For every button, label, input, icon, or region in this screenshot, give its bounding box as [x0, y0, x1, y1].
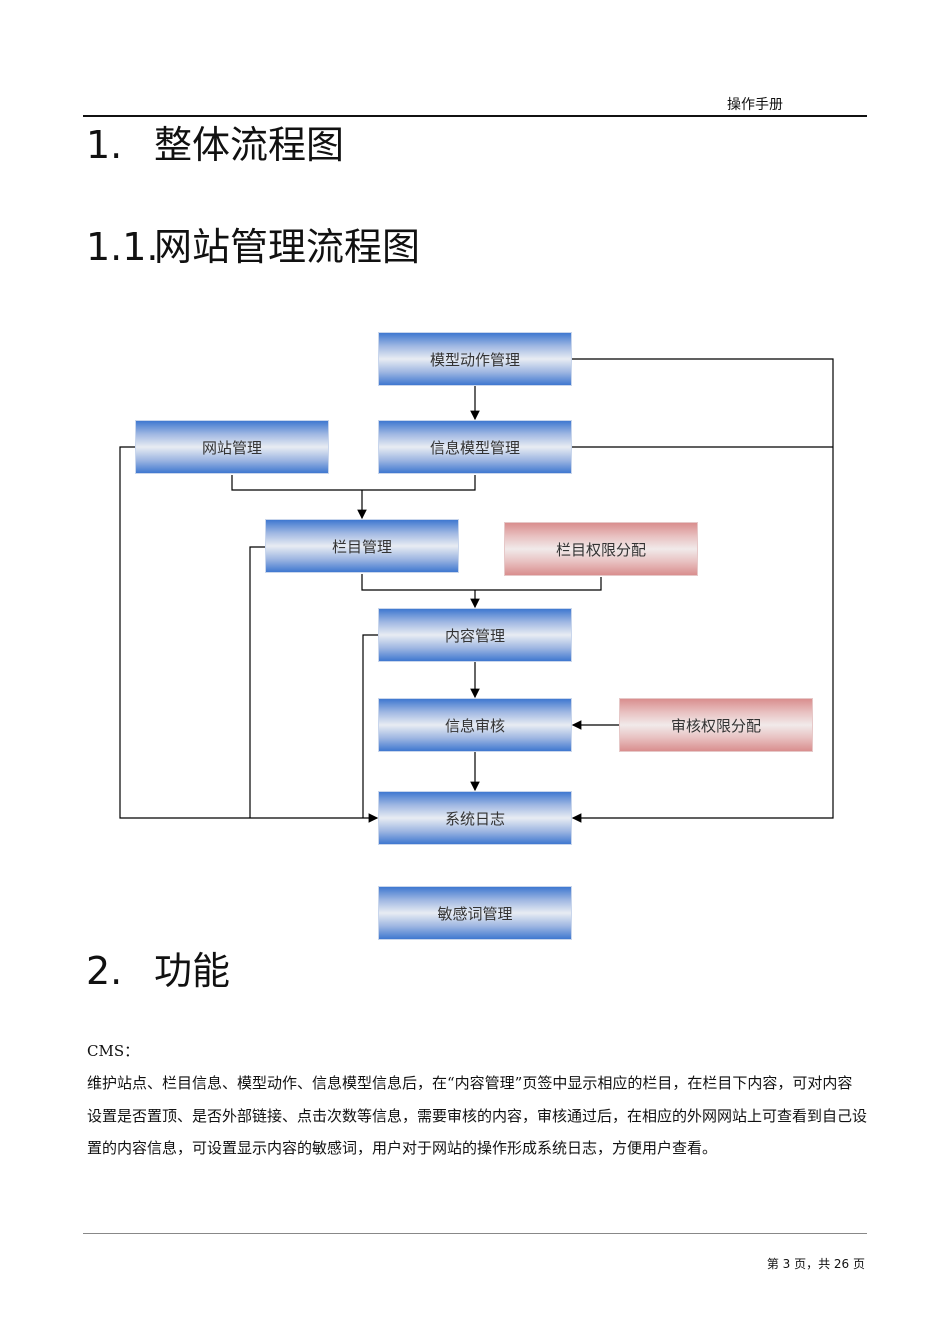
node-review: 信息审核: [378, 698, 572, 752]
node-content: 内容管理: [378, 608, 572, 662]
body-paragraph: 维护站点、栏目信息、模型动作、信息模型信息后，在“内容管理”页签中显示相应的栏目…: [87, 1074, 868, 1157]
section-number: 1.: [86, 123, 123, 167]
node-info-model: 信息模型管理: [378, 420, 572, 474]
section-title: 功能: [154, 949, 231, 993]
node-site: 网站管理: [135, 420, 329, 474]
footer-divider: [83, 1233, 867, 1234]
node-column-permission: 栏目权限分配: [504, 522, 698, 576]
node-system-log: 系统日志: [378, 791, 572, 845]
node-column: 栏目管理: [265, 519, 459, 573]
section-heading-1: 1. 整体流程图: [86, 114, 344, 169]
node-review-permission: 审核权限分配: [619, 698, 813, 752]
node-model-action: 模型动作管理: [378, 332, 572, 386]
section-heading-1-1: 1.1.网站管理流程图: [86, 216, 420, 271]
body-label: CMS：: [87, 1042, 140, 1060]
section-title: 整体流程图: [154, 123, 345, 167]
page-number: 第 3 页，共 26 页: [766, 1257, 865, 1271]
section-heading-2: 2. 功能: [86, 940, 230, 995]
header-divider: [83, 115, 867, 117]
section-number: 1.1.: [86, 225, 159, 269]
node-sensitive-words: 敏感词管理: [378, 886, 572, 940]
section-title: 网站管理流程图: [154, 225, 421, 269]
section-number: 2.: [86, 949, 123, 993]
header-title: 操作手册: [727, 97, 783, 113]
